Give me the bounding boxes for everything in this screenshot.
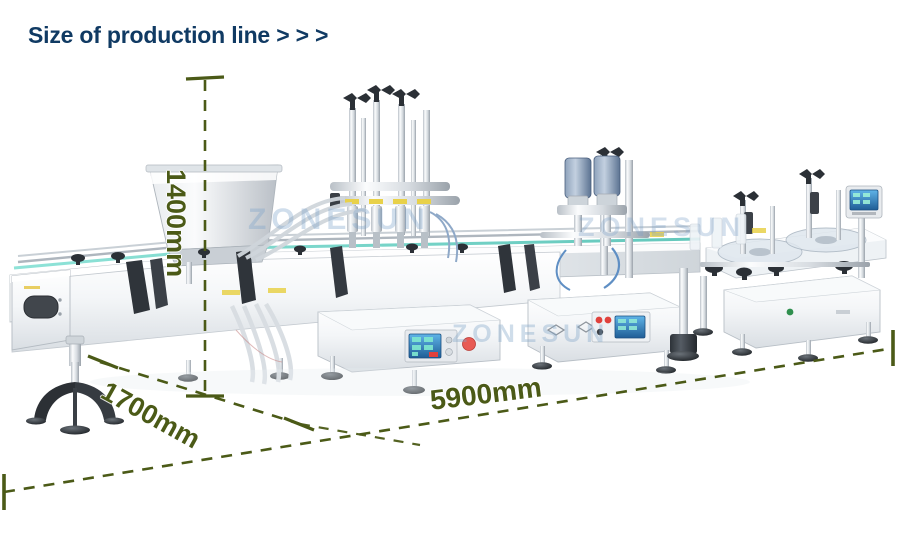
conveyor-brackets <box>71 243 540 314</box>
labeling-machine <box>693 169 887 362</box>
depth-connector-line <box>299 422 421 447</box>
tripod-stand <box>26 335 124 435</box>
length-dimension-line <box>2 330 895 510</box>
height-dimension-label: 1400mm <box>161 169 191 278</box>
hopper <box>145 164 283 284</box>
conveyor-infeed-box <box>11 269 71 351</box>
zonesun-watermark: ZONESUN <box>248 203 430 236</box>
depth-dimension-line <box>87 354 315 432</box>
filling-machine <box>178 85 502 394</box>
height-dimension-line <box>185 75 225 398</box>
zonesun-watermark: ZONESUN <box>452 320 610 348</box>
capping-machine <box>526 147 699 374</box>
bottles-on-conveyor <box>689 213 747 251</box>
page-title: Size of production line > > > <box>28 22 329 48</box>
zonesun-watermark: ZONESUN <box>578 212 746 242</box>
